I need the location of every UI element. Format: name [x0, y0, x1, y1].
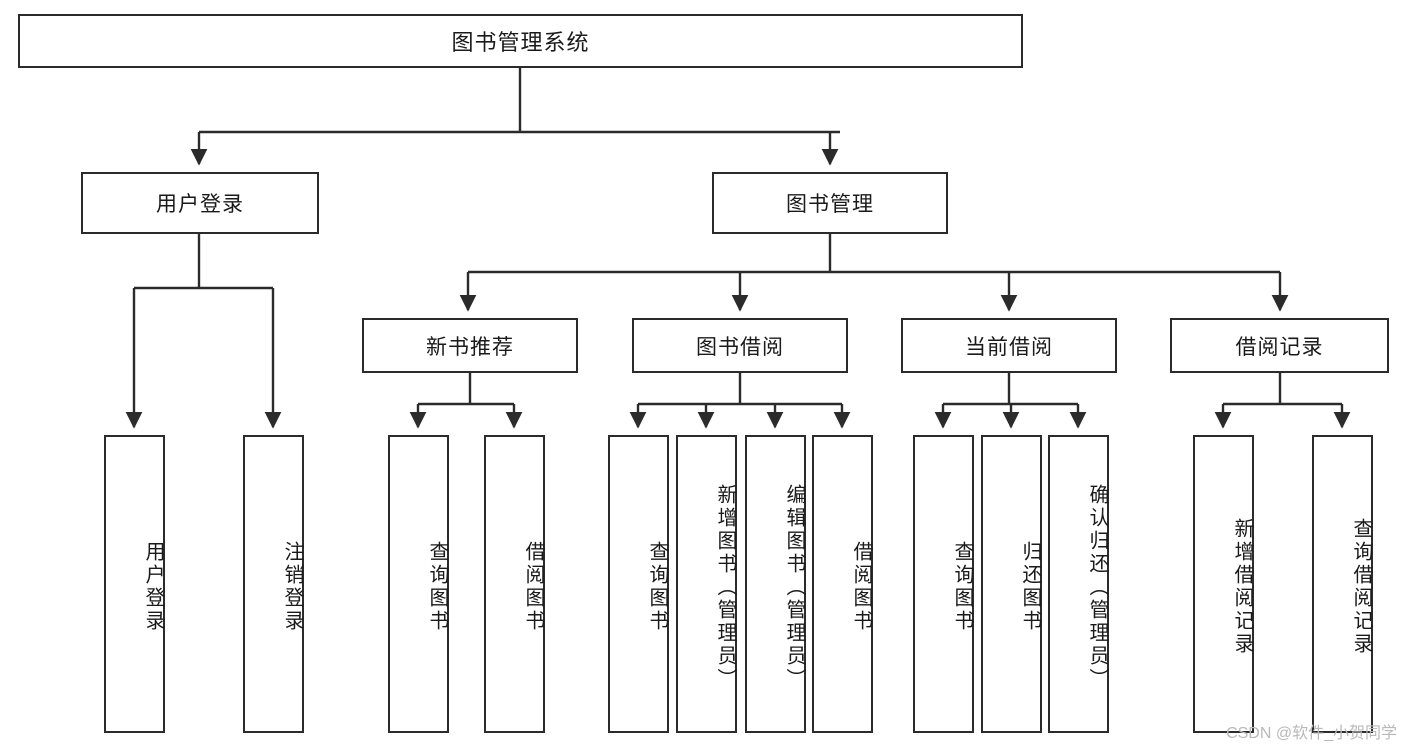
leaf-label: 借阅图书: [850, 541, 872, 633]
leaf-label: 归还图书: [1019, 541, 1041, 633]
leaf-edit-book-admin[interactable]: 编辑图书（管理员）: [745, 435, 806, 733]
leaf-label: 借阅图书: [522, 541, 544, 633]
leaf-logout[interactable]: 注销登录: [243, 435, 304, 733]
leaf-query-book-current[interactable]: 查询图书: [913, 435, 974, 733]
node-book-borrow[interactable]: 图书借阅: [632, 318, 848, 373]
leaf-label: 查询图书: [951, 541, 973, 633]
node-new-book-recommend[interactable]: 新书推荐: [362, 318, 578, 373]
leaf-label: 编辑图书（管理员）: [783, 483, 805, 691]
leaf-label: 新增借阅记录: [1231, 518, 1253, 656]
leaf-add-book-admin[interactable]: 新增图书（管理员）: [676, 435, 737, 733]
node-book-management[interactable]: 图书管理: [712, 172, 948, 234]
leaf-label: 查询借阅记录: [1350, 518, 1372, 656]
leaf-query-book-borrow[interactable]: 查询图书: [608, 435, 669, 733]
leaf-confirm-return-admin[interactable]: 确认归还（管理员）: [1048, 435, 1109, 733]
leaf-query-book-recommend[interactable]: 查询图书: [388, 435, 449, 733]
leaf-label: 注销登录: [281, 541, 303, 633]
leaf-borrow-book-recommend[interactable]: 借阅图书: [484, 435, 545, 733]
leaf-add-borrow-record[interactable]: 新增借阅记录: [1193, 435, 1254, 733]
node-borrow-record[interactable]: 借阅记录: [1170, 318, 1389, 373]
leaf-label: 查询图书: [426, 541, 448, 633]
leaf-query-borrow-record[interactable]: 查询借阅记录: [1312, 435, 1373, 733]
csdn-watermark: CSDN @软件_小贺同学: [1226, 725, 1397, 742]
leaf-return-book[interactable]: 归还图书: [981, 435, 1042, 733]
leaf-borrow-book[interactable]: 借阅图书: [812, 435, 873, 733]
node-root[interactable]: 图书管理系统: [18, 14, 1023, 68]
leaf-user-login[interactable]: 用户登录: [104, 435, 165, 733]
node-current-borrow[interactable]: 当前借阅: [901, 318, 1117, 373]
leaf-label: 新增图书（管理员）: [714, 483, 736, 691]
leaf-label: 用户登录: [142, 541, 164, 633]
node-user-login[interactable]: 用户登录: [81, 172, 319, 234]
leaf-label: 确认归还（管理员）: [1086, 483, 1108, 691]
leaf-label: 查询图书: [646, 541, 668, 633]
